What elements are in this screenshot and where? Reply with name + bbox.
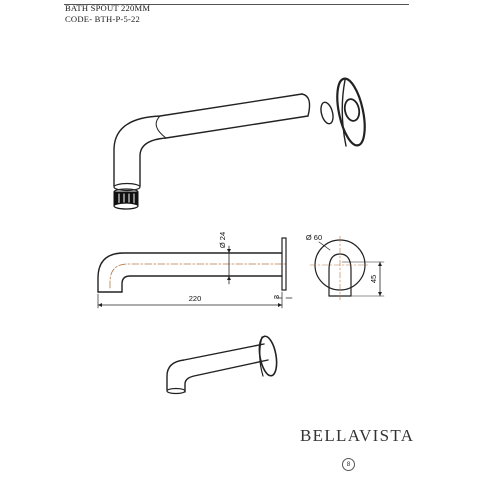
o-ring (320, 101, 334, 125)
height-arrow-top (378, 262, 382, 266)
length-arrow-left (98, 303, 102, 307)
wall-flange-edge (341, 79, 347, 147)
perspective-outlet (166, 387, 186, 395)
plate-diameter-label: Ø 60 (306, 233, 322, 242)
perspective-view (166, 335, 278, 395)
wall-flange-outer (336, 77, 366, 147)
side-wall-plate (281, 237, 287, 291)
title-block: BATH SPOUT 220MM CODE- BTH-P-5-22 (65, 3, 150, 25)
height-arrow-bottom (378, 292, 382, 296)
pipe-diameter-arrow-bottom (227, 276, 231, 280)
aerator-bottom-ellipse (113, 202, 139, 210)
length-arrow-right (278, 303, 282, 307)
product-code: CODE- BTH-P-5-22 (65, 14, 141, 24)
side-elevation (97, 237, 293, 309)
wall-flange-inner (343, 98, 361, 122)
plate-diameter-leader (318, 241, 331, 251)
spout-pipe-inner-bend (155, 115, 167, 139)
pipe-diameter-arrow-top (227, 249, 231, 253)
side-centreline (109, 263, 287, 289)
brand-logo: BELLAVISTA (300, 426, 415, 445)
plate-thickness-label: 3 (272, 295, 281, 299)
height-label: 45 (369, 275, 378, 283)
spout-pipe-iso (113, 93, 303, 187)
aerator (113, 188, 139, 210)
perspective-pipe-bottom (184, 359, 269, 393)
spout-pipe-end-cap (301, 93, 311, 117)
perspective-flange-edge (259, 336, 264, 377)
product-title: BATH SPOUT 220MM (65, 3, 151, 13)
perspective-pipe-top (166, 343, 265, 391)
length-label: 220 (189, 294, 202, 303)
side-pipe-inner (121, 275, 283, 293)
header-rule (64, 4, 409, 5)
spout-outlet-ellipse (113, 182, 141, 192)
exploded-view (113, 77, 366, 210)
pipe-diameter-label: Ø 24 (218, 232, 227, 248)
page-number-badge: 8 (342, 458, 355, 471)
spout-pipe-iso-back (139, 115, 309, 187)
side-pipe-outer (97, 252, 283, 293)
front-view (309, 235, 385, 301)
